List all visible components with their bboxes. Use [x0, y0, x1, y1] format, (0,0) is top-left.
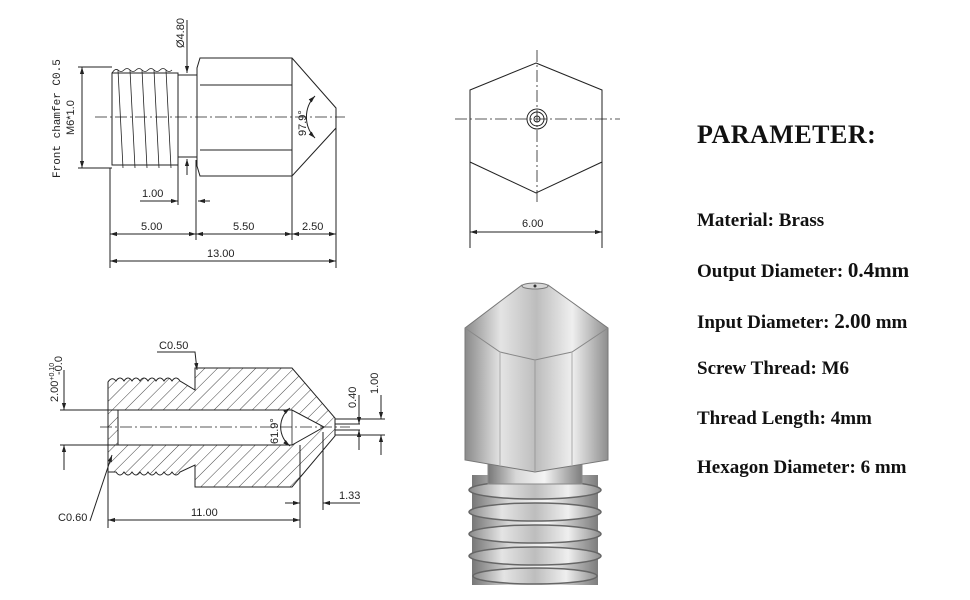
dim-neck: 1.00	[142, 188, 163, 200]
param-thread-length: Thread Length: 4mm	[697, 408, 872, 429]
param-output-diameter: Output Diameter: 0.4mm	[697, 258, 910, 282]
bore-tolerance-lower: -0.0	[53, 356, 65, 375]
dim-total: 13.00	[207, 248, 235, 260]
section-view-drawing	[60, 351, 385, 528]
nozzle-render	[464, 282, 609, 585]
cone-angle-label: 61.9°	[269, 418, 281, 444]
outlet-label: 0.40	[347, 387, 359, 408]
thread-label: M6*1.0	[65, 100, 77, 135]
param-hexagon-diameter: Hexagon Diameter: 6 mm	[697, 457, 907, 478]
bore-length-label: 11.00	[191, 507, 218, 519]
parameter-title: PARAMETER:	[697, 120, 877, 149]
end-view-drawing	[455, 50, 620, 248]
tip-length-label: 1.33	[339, 490, 360, 502]
dim-tip: 2.50	[302, 221, 323, 233]
param-input-diameter: Input Diameter: 2.00 mm	[697, 309, 908, 333]
bore-diameter-label: 2.00+0.10	[49, 363, 61, 402]
dim-hex-width: 6.00	[522, 218, 543, 230]
side-view-drawing	[78, 20, 345, 268]
section-view-labels: 2.00+0.10 -0.0 C0.50 C0.60 61.9° 0.40 1.…	[49, 340, 381, 524]
chamfer-label: Front chamfer C0.5	[52, 59, 64, 178]
param-material: Material: Brass	[697, 210, 825, 231]
dim-thread: 5.00	[141, 221, 162, 233]
dim-hex: 5.50	[233, 221, 254, 233]
tip-angle-label: 97.9°	[297, 110, 309, 136]
tip-flat-label: 1.00	[369, 373, 381, 394]
chamfer-top-label: C0.50	[159, 340, 188, 352]
neck-diameter-label: Ø4.80	[175, 18, 187, 48]
param-screw-thread: Screw Thread: M6	[697, 358, 849, 379]
chamfer-bottom-label: C0.60	[58, 512, 87, 524]
side-view-labels: Front chamfer C0.5 M6*1.0 Ø4.80 97.9° 1.…	[52, 18, 323, 260]
